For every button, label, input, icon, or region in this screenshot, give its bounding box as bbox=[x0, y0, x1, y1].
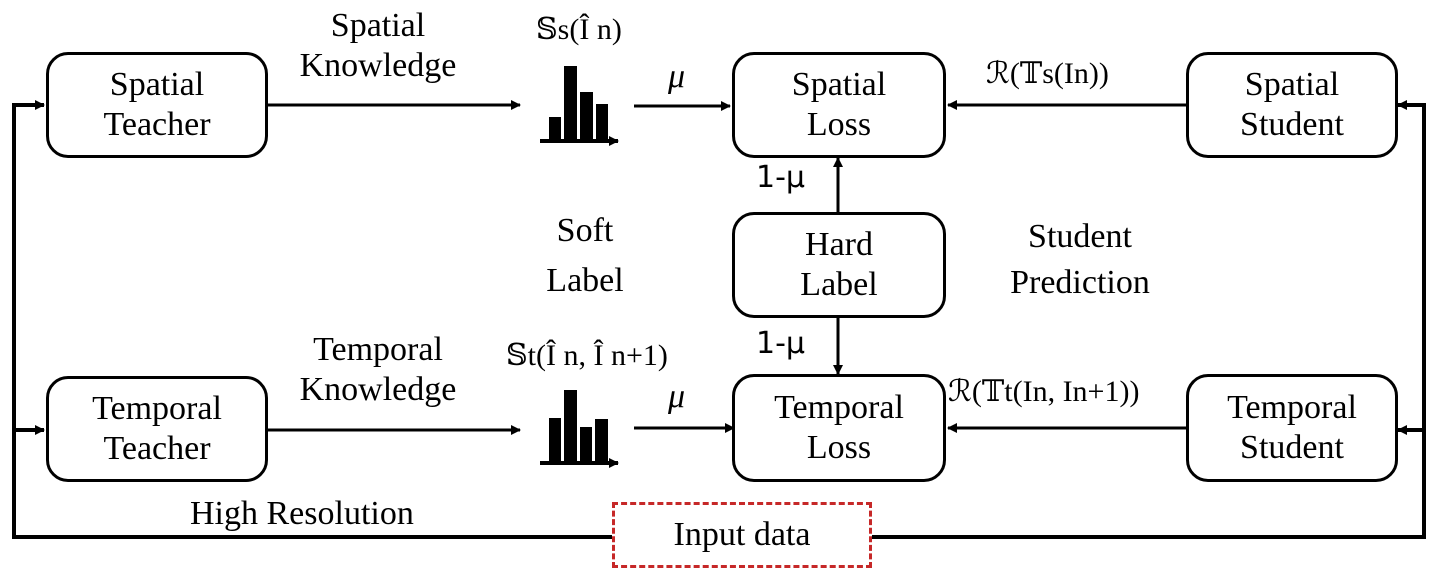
histogram-icon-spatial bbox=[540, 66, 619, 146]
node-line: Teacher bbox=[103, 106, 211, 143]
one-minus-mu-label-upper: 1-μ bbox=[756, 160, 805, 195]
mu-label-spatial: μ bbox=[668, 58, 686, 95]
node-line: Teacher bbox=[103, 430, 211, 467]
node-line: Student bbox=[1240, 106, 1344, 143]
node-line: Temporal bbox=[774, 389, 904, 426]
high-resolution-label: High Resolution bbox=[190, 495, 414, 532]
spatial-knowledge-label: Spatial Knowledge bbox=[278, 6, 478, 86]
spatial-student-node: Spatial Student bbox=[1186, 52, 1398, 158]
label-line: Student bbox=[1028, 218, 1132, 255]
node-line: Label bbox=[800, 266, 878, 303]
one-minus-mu-label-lower: 1-μ bbox=[756, 326, 805, 361]
temporal-loss-node: Temporal Loss bbox=[732, 374, 946, 482]
hist-bar bbox=[596, 104, 608, 139]
histogram-icon-temporal bbox=[540, 390, 619, 468]
node-line: Hard bbox=[805, 226, 873, 263]
soft-label-text: Soft Label bbox=[520, 206, 650, 306]
spatial-pred-formula: ℛ(𝕋s(In)) bbox=[986, 57, 1109, 90]
label-line: Label bbox=[546, 262, 624, 299]
label-line: Knowledge bbox=[299, 47, 457, 84]
node-line: Loss bbox=[806, 429, 872, 466]
node-line: Spatial bbox=[109, 66, 205, 103]
temporal-pred-formula: ℛ(𝕋t(In, In+1)) bbox=[948, 375, 1140, 408]
label-line: Temporal bbox=[313, 331, 443, 368]
hist-bar bbox=[580, 92, 593, 139]
label-line: Knowledge bbox=[299, 371, 457, 408]
hist-bar bbox=[549, 418, 561, 462]
label-line: Prediction bbox=[1010, 264, 1150, 301]
hist-bar bbox=[564, 66, 577, 139]
hist-bar bbox=[595, 419, 608, 462]
feedback-loop-left bbox=[12, 100, 612, 539]
input-data-node: Input data bbox=[612, 502, 872, 568]
node-line: Temporal bbox=[92, 390, 222, 427]
temporal-student-node: Temporal Student bbox=[1186, 374, 1398, 482]
temporal-teacher-node: Temporal Teacher bbox=[46, 376, 268, 482]
hist-bar bbox=[564, 390, 577, 462]
label-line: Soft bbox=[556, 212, 614, 249]
node-line: Spatial bbox=[1244, 66, 1340, 103]
feedback-loop-right bbox=[872, 100, 1426, 539]
node-line: Temporal bbox=[1227, 389, 1357, 426]
mu-label-temporal: μ bbox=[668, 378, 686, 415]
spatial-soft-formula: 𝕊s(Î n) bbox=[536, 13, 622, 46]
hist-bar bbox=[580, 427, 592, 462]
node-line: Spatial bbox=[791, 66, 887, 103]
temporal-knowledge-label: Temporal Knowledge bbox=[270, 330, 486, 410]
node-line: Student bbox=[1240, 429, 1344, 466]
spatial-teacher-node: Spatial Teacher bbox=[46, 52, 268, 158]
hist-bar bbox=[549, 117, 561, 139]
hard-label-node: Hard Label bbox=[732, 212, 946, 318]
temporal-soft-formula: 𝕊t(Î n, Î n+1) bbox=[506, 339, 668, 372]
spatial-loss-node: Spatial Loss bbox=[732, 52, 946, 158]
node-line: Loss bbox=[806, 106, 872, 143]
student-prediction-label: Student Prediction bbox=[980, 214, 1180, 306]
label-line: Spatial bbox=[330, 7, 426, 44]
